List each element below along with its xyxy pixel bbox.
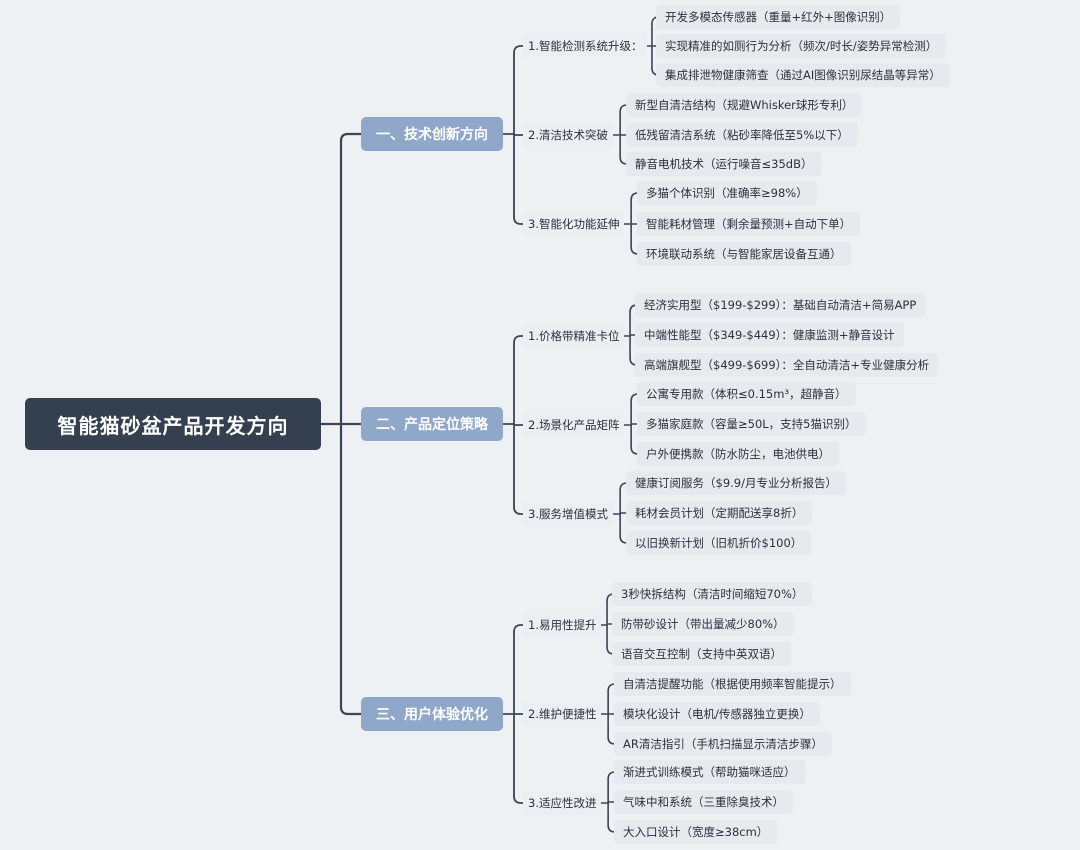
- leaf-item[interactable]: 公寓专用款（体积≤0.15m³，超静音）: [637, 382, 856, 406]
- leaf-item[interactable]: 多猫家庭款（容量≥50L，支持5猫识别）: [637, 412, 866, 436]
- leaf-item[interactable]: 语音交互控制（支持中英双语）: [612, 642, 791, 666]
- sub-maintenance[interactable]: 2.维护便捷性: [523, 702, 602, 726]
- leaf-item[interactable]: 自清洁提醒功能（根据使用频率智能提示）: [614, 672, 851, 696]
- category-user-experience[interactable]: 三、用户体验优化: [361, 697, 503, 731]
- leaf-item[interactable]: AR清洁指引（手机扫描显示清洁步骤）: [614, 732, 832, 756]
- leaf-item[interactable]: 实现精准的如厕行为分析（频次/时长/姿势异常检测）: [656, 34, 947, 58]
- leaf-item[interactable]: 智能耗材管理（剩余量预测+自动下单）: [637, 212, 861, 236]
- category-tech-innovation[interactable]: 一、技术创新方向: [361, 117, 503, 151]
- sub-smart-detection[interactable]: 1.智能检测系统升级：: [523, 34, 648, 58]
- category-product-positioning[interactable]: 二、产品定位策略: [361, 407, 503, 441]
- leaf-item[interactable]: 静音电机技术（运行噪音≤35dB）: [626, 152, 822, 176]
- leaf-item[interactable]: 防带砂设计（带出量减少80%）: [612, 612, 794, 636]
- connector-line: [513, 335, 524, 344]
- leaf-item[interactable]: 环境联动系统（与智能家居设备互通）: [637, 242, 851, 266]
- leaf-item[interactable]: 渐进式训练模式（帮助猫咪适应）: [614, 760, 805, 784]
- leaf-item[interactable]: 经济实用型（$199-$299）：基础自动清洁+简易APP: [635, 293, 926, 317]
- sub-smart-extension[interactable]: 3.智能化功能延伸: [523, 212, 625, 236]
- connector-line: [339, 132, 363, 143]
- leaf-item[interactable]: 中端性能型（$349-$449）：健康监测+静音设计: [635, 323, 904, 347]
- leaf-item[interactable]: 集成排泄物健康筛查（通过AI图像识别尿结晶等异常）: [656, 63, 950, 87]
- leaf-item[interactable]: 模块化设计（电机/传感器独立更换）: [614, 702, 820, 726]
- sub-usability[interactable]: 1.易用性提升: [523, 613, 602, 637]
- leaf-item[interactable]: 开发多模态传感器（重量+红外+图像识别）: [656, 5, 901, 29]
- sub-service-value[interactable]: 3.服务增值模式: [523, 502, 613, 526]
- connector-line: [513, 506, 524, 515]
- sub-price-band[interactable]: 1.价格带精准卡位: [523, 324, 625, 348]
- connector-line: [513, 216, 524, 225]
- leaf-item[interactable]: 多猫个体识别（准确率≥98%）: [637, 181, 817, 205]
- root-topic[interactable]: 智能猫砂盆产品开发方向: [25, 398, 321, 450]
- connector-line: [513, 45, 524, 54]
- leaf-item[interactable]: 以旧换新计划（旧机折价$100）: [626, 531, 812, 555]
- connector-line: [339, 705, 363, 716]
- leaf-item[interactable]: 耗材会员计划（定期配送享8折）: [626, 501, 813, 525]
- sub-scenario-matrix[interactable]: 2.场景化产品矩阵: [523, 413, 625, 437]
- leaf-item[interactable]: 大入口设计（宽度≥38cm）: [614, 820, 778, 844]
- leaf-item[interactable]: 3秒快拆结构（清洁时间缩短70%）: [612, 582, 813, 606]
- sub-adaptability[interactable]: 3.适应性改进: [523, 791, 602, 815]
- leaf-item[interactable]: 低残留清洁系统（粘砂率降低至5%以下）: [626, 123, 858, 147]
- leaf-item[interactable]: 新型自清洁结构（规避Whisker球形专利）: [626, 93, 863, 117]
- sub-cleaning-tech[interactable]: 2.清洁技术突破: [523, 123, 613, 147]
- leaf-item[interactable]: 气味中和系统（三重除臭技术）: [614, 790, 793, 814]
- connector-line: [513, 795, 524, 804]
- leaf-item[interactable]: 高端旗舰型（$499-$699）：全自动清洁+专业健康分析: [635, 353, 939, 377]
- connector-line: [513, 624, 524, 633]
- leaf-item[interactable]: 户外便携款（防水防尘，电池供电）: [637, 442, 839, 466]
- leaf-item[interactable]: 健康订阅服务（$9.9/月专业分析报告）: [626, 471, 846, 495]
